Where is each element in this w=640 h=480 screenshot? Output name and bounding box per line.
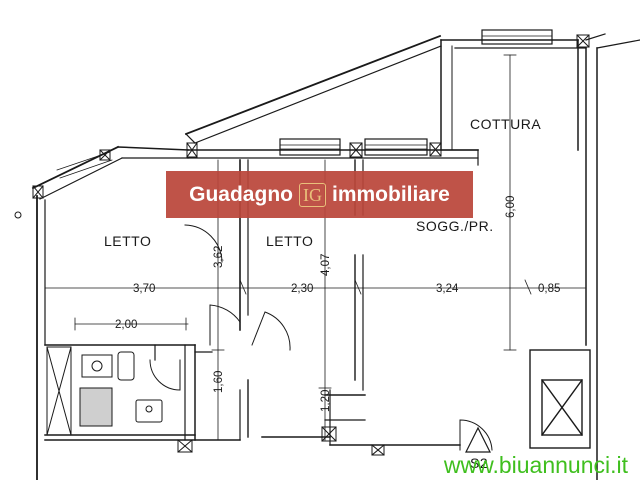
dim-height-letto-1: 3,62	[213, 246, 225, 268]
doors	[149, 224, 493, 451]
stair-symbol	[465, 426, 491, 453]
agency-banner: Guadagno IG immobiliare	[166, 171, 473, 218]
room-label-letto-1: LETTO	[104, 233, 151, 249]
site-watermark: www.biuannunci.it	[443, 452, 628, 478]
agency-logo-icon: IG	[298, 182, 326, 207]
elevator	[529, 349, 591, 449]
dim-height-passage: 1,20	[320, 390, 332, 412]
dim-height-corridor: 1,60	[213, 371, 225, 393]
dim-width-letto-1: 3,70	[133, 283, 155, 295]
dim-width-right: 0,85	[538, 283, 560, 295]
room-label-letto-2: LETTO	[266, 233, 313, 249]
outer-walls	[31, 33, 640, 480]
dim-width-soggiorno: 3,24	[436, 283, 459, 295]
room-label-soggiorno: SOGG./PR.	[416, 218, 494, 234]
room-label-cottura: COTTURA	[470, 116, 541, 132]
bathroom-fixtures	[46, 346, 163, 436]
dim-height-letto-2: 4,07	[320, 254, 332, 276]
agency-name-second: immobiliare	[331, 182, 450, 206]
room-label-stair: S2	[470, 455, 488, 471]
agency-name: Guadagno IG immobiliare	[189, 182, 450, 207]
dim-width-letto-2: 2,30	[291, 283, 313, 295]
dim-height-cottura: 6,00	[505, 196, 517, 218]
dim-width-bath: 2,00	[115, 319, 137, 331]
agency-name-first: Guadagno	[189, 182, 293, 206]
pillars	[32, 34, 590, 456]
windows	[56, 29, 553, 179]
left-marker	[14, 211, 22, 219]
